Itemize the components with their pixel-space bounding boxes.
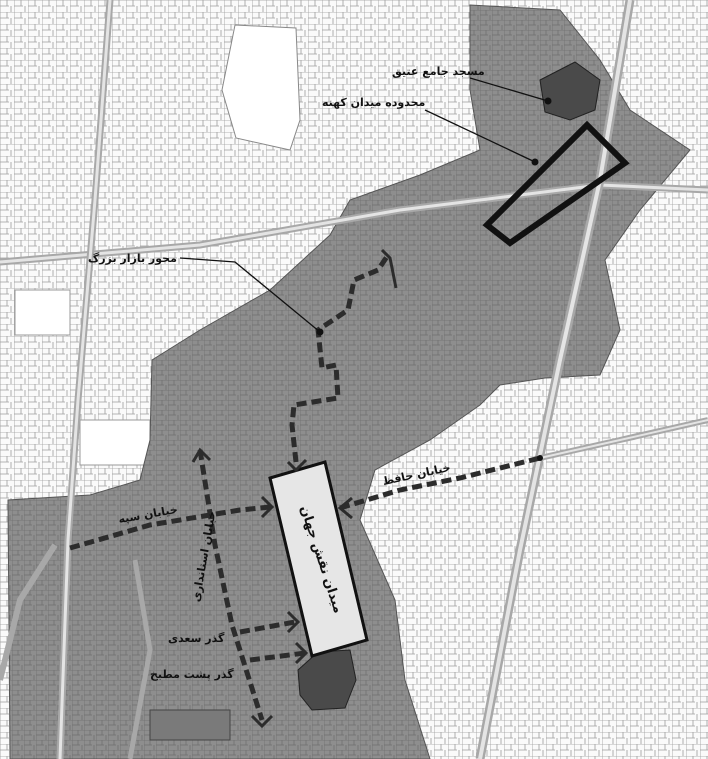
label-old-square: محدوده میدان کهنه (322, 96, 426, 109)
label-mosque: مسجد جامع عتیق (392, 65, 485, 78)
open-space-west2 (79, 419, 151, 466)
building-south (149, 709, 231, 741)
leader-lines (179, 77, 549, 333)
open-space-west (14, 289, 71, 336)
dot-marker-icon (316, 97, 552, 461)
dashed-paths (69, 253, 541, 721)
naqsh-jahan-square (268, 460, 369, 658)
open-space-north (221, 24, 301, 151)
mosque-building (539, 61, 601, 121)
label-saadi-passage: گذر سعدی (168, 632, 225, 645)
label-bazaar: محور بازار بزرگ (88, 252, 177, 265)
label-posht-matbakh: گذر پشت مطبخ (150, 668, 234, 681)
old-square-outline (482, 120, 630, 247)
chevron-arrow-icon (191, 248, 398, 729)
